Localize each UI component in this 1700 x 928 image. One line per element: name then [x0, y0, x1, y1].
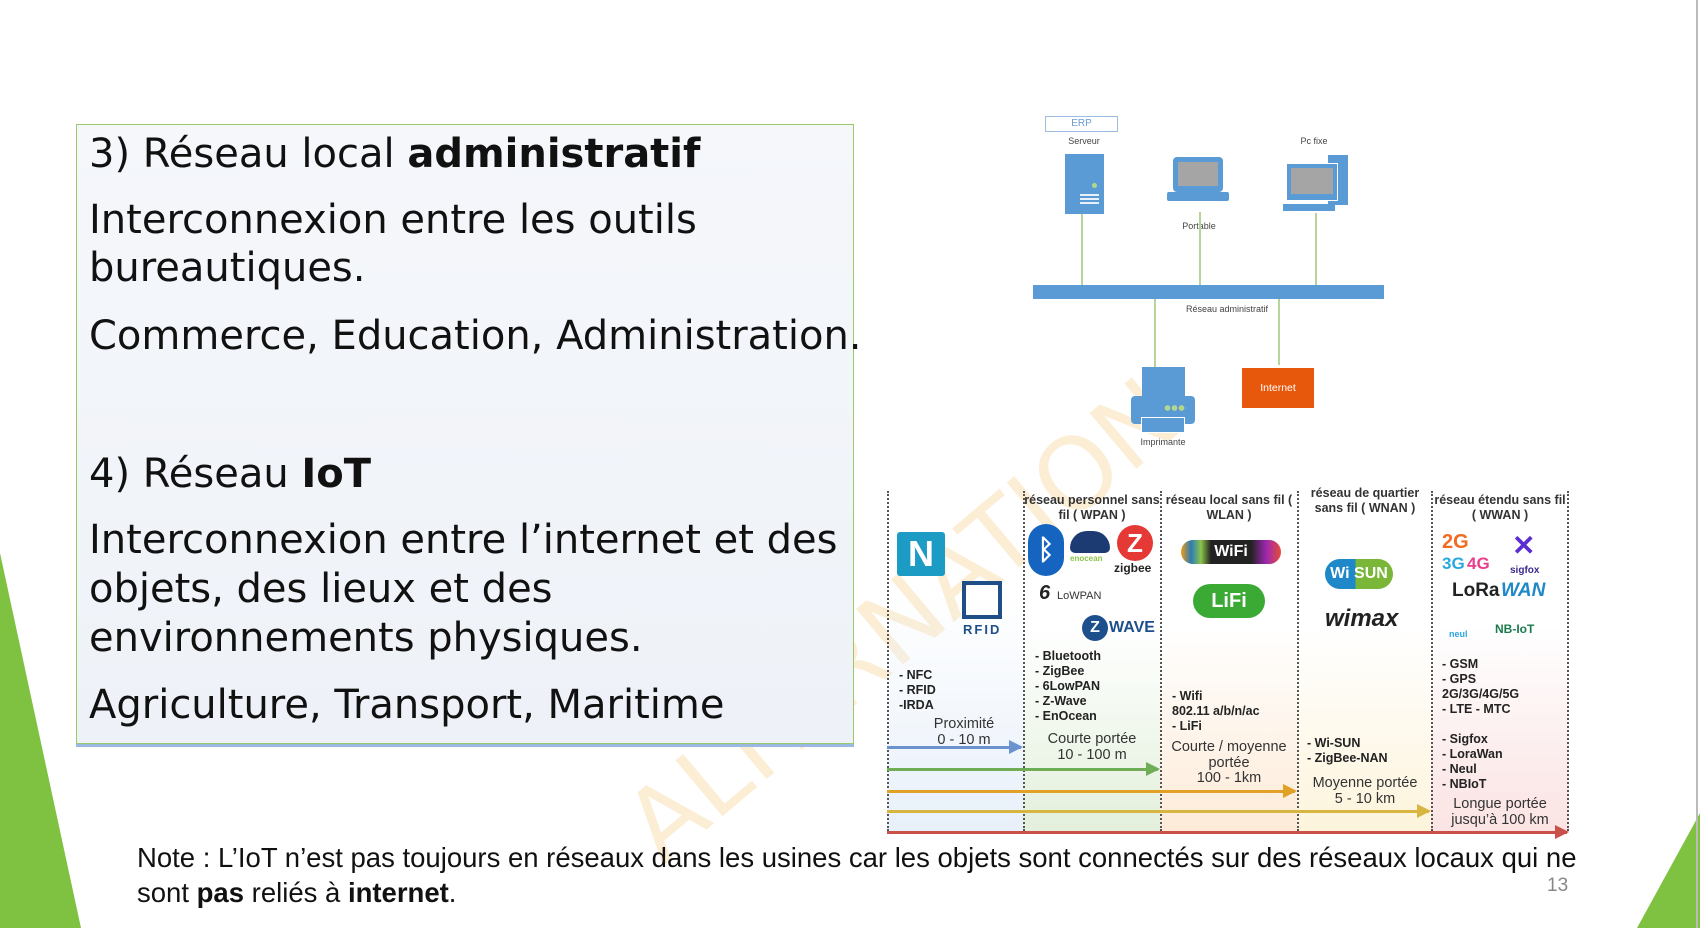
section-4-line2: objets, des lieux et des: [89, 566, 553, 612]
col2-range: 10 - 100 m: [1057, 747, 1127, 763]
lora-logo: LoRa: [1452, 580, 1500, 601]
section-3-line2: bureautiques.: [89, 245, 366, 291]
right-green-triangle: [1637, 813, 1700, 928]
col3-range: 100 - 1km: [1196, 770, 1262, 786]
range-arrow-wnan: [887, 805, 1431, 817]
range-arrow-proximity: [887, 741, 1023, 753]
enocean-icon: [1070, 531, 1110, 553]
col4-header: réseau de quartier sans fil ( WNAN ): [1310, 486, 1420, 515]
internet-node: Internet: [1242, 368, 1314, 408]
col5-items: - GSM - GPS 2G/3G/4G/5G - LTE - MTC - Si…: [1442, 657, 1520, 791]
page-number: 13: [1547, 875, 1569, 896]
wan-logo: WAN: [1501, 580, 1546, 601]
zigbee-icon: Z: [1117, 525, 1153, 561]
col1-items: - NFC - RFID -IRDA: [899, 668, 936, 712]
section-4-line3: environnements physiques.: [89, 615, 643, 661]
laptop-icon: [1167, 157, 1229, 202]
server-label: Serveur: [1068, 136, 1100, 146]
6lowpan-logo: LoWPAN: [1057, 590, 1102, 602]
sigfox-logo: sigfox: [1510, 565, 1540, 576]
col4-range: 5 - 10 km: [1334, 791, 1396, 807]
section-4-examples: Agriculture, Transport, Maritime: [89, 682, 725, 728]
col3-range-label: Courte / moyenne portée: [1171, 739, 1287, 771]
server-icon: [1065, 154, 1104, 214]
3g-logo: 3G: [1442, 554, 1465, 573]
col1-range: 0 - 10 m: [937, 732, 991, 748]
printer-label: Imprimante: [1140, 437, 1186, 447]
erp-label: ERP: [1045, 116, 1118, 132]
wisun-logo: Wi SUN: [1325, 559, 1393, 589]
sigfox-icon: ✕: [1512, 530, 1536, 561]
lifi-logo: LiFi: [1193, 584, 1265, 618]
col2-range-label: Courte portée: [1047, 731, 1137, 747]
neul-logo: neul: [1449, 629, 1468, 639]
range-arrow-wpan: [887, 763, 1160, 775]
section-3-examples: Commerce, Education, Administration.: [89, 313, 862, 359]
zigbee-logo: zigbee: [1114, 561, 1152, 575]
section-4-title: 4) Réseau IoT: [89, 451, 372, 497]
section-3-title: 3) Réseau local administratif: [89, 131, 701, 177]
2g-logo: 2G: [1442, 531, 1469, 553]
nfc-logo: N: [897, 532, 945, 576]
col2-items: - Bluetooth - ZigBee - 6LowPAN - Z-Wave …: [1035, 649, 1101, 723]
col5-range: jusqu’à 100 km: [1451, 812, 1549, 828]
zwave-logo: WAVE: [1109, 619, 1155, 636]
col5-range-label: Longue portée: [1453, 796, 1547, 812]
enocean-logo: enocean: [1070, 554, 1103, 563]
rfid-icon: [962, 581, 1002, 619]
col1-range-label: Proximité: [933, 716, 995, 732]
col3-header: réseau local sans fil ( WLAN ): [1165, 493, 1293, 522]
desktop-label: Pc fixe: [1300, 136, 1328, 146]
iot-network-table: N RFID - NFC - RFID -IRDA Proximité 0 - …: [887, 486, 1569, 838]
printer-icon: [1131, 367, 1195, 433]
section-3-line1: Interconnexion entre les outils: [89, 197, 697, 243]
wimax-logo: wimax: [1325, 605, 1399, 632]
section-4-line1: Interconnexion entre l’internet et des: [89, 517, 838, 563]
4g-logo: 4G: [1467, 554, 1490, 573]
desktop-icon: [1283, 155, 1349, 213]
left-green-triangle: [0, 553, 81, 928]
range-arrow-wwan: [887, 826, 1569, 838]
zwave-icon: Z: [1082, 615, 1108, 641]
rfid-logo: RFID: [963, 622, 1002, 637]
wifi-logo: WiFi: [1181, 540, 1281, 564]
col4-items: - Wi-SUN - ZigBee-NAN: [1307, 736, 1388, 765]
col5-header: réseau étendu sans fil ( WWAN ): [1434, 493, 1566, 522]
bus-label: Réseau administratif: [1185, 304, 1269, 314]
range-arrow-wlan: [887, 785, 1297, 797]
6lowpan-icon: 6: [1039, 582, 1051, 604]
bluetooth-logo: ᛒ: [1028, 524, 1064, 576]
col3-items: - Wifi 802.11 a/b/n/ac - LiFi: [1172, 689, 1260, 733]
col4-range-label: Moyenne portée: [1312, 775, 1418, 791]
note-text: Note : L’IoT n’est pas toujours en résea…: [137, 842, 1577, 908]
col2-header: réseau personnel sans fil ( WPAN ): [1024, 493, 1160, 522]
nbiot-logo: NB-IoT: [1495, 622, 1535, 636]
network-bus: [1033, 285, 1384, 299]
text-panel: 3) Réseau local administratif Interconne…: [76, 124, 862, 744]
